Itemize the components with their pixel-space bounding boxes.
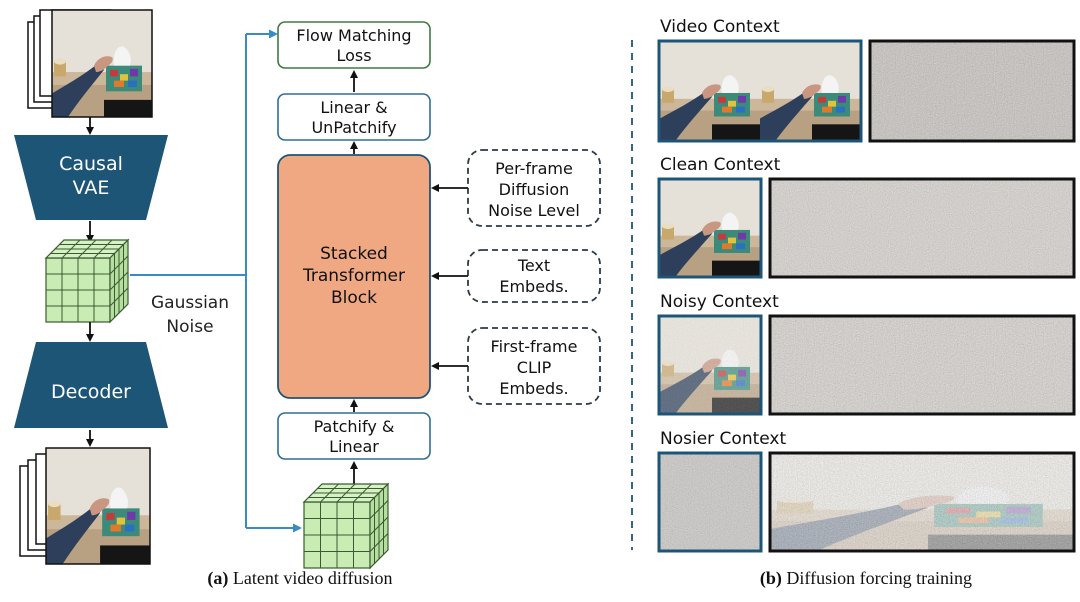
latent-cube-bottom (302, 482, 390, 570)
cond-noise-level-box: Per-frame Diffusion Noise Level (467, 149, 601, 227)
svg-text:Stacked: Stacked (320, 244, 388, 264)
svg-text:Patchify &: Patchify & (314, 417, 395, 436)
caption-left: (a) Latent video diffusion (207, 568, 392, 589)
ctx-noisier-title: Nosier Context (660, 429, 786, 449)
svg-text:Embeds.: Embeds. (499, 277, 568, 296)
svg-text:Noise Level: Noise Level (488, 201, 580, 220)
ctx-noisy-row (657, 314, 1076, 416)
svg-text:Diffusion: Diffusion (499, 180, 570, 199)
svg-text:Transformer: Transformer (302, 266, 405, 286)
ctx-video-row (657, 39, 1076, 143)
svg-text:CLIP: CLIP (517, 358, 552, 377)
svg-text:Loss: Loss (336, 46, 371, 65)
vae-label-line2: VAE (73, 177, 110, 199)
svg-text:Linear &: Linear & (320, 98, 387, 117)
svg-text:Text: Text (517, 256, 550, 275)
gaussian-noise-label-line2: Noise (166, 317, 213, 337)
vae-label-line1: Causal (59, 153, 123, 175)
svg-text:Block: Block (331, 288, 377, 308)
patchify-linear-box: Patchify & Linear (277, 412, 431, 460)
decoder-block: Decoder (14, 342, 168, 428)
gaussian-noise-label-line1: Gaussian (151, 293, 229, 313)
cond-clip-embeds-box: First-frame CLIP Embeds. (467, 327, 601, 405)
svg-text:Embeds.: Embeds. (499, 379, 568, 398)
svg-text:Linear: Linear (329, 437, 379, 456)
ctx-clean-title: Clean Context (660, 155, 781, 175)
flow-matching-loss-box: Flow Matching Loss (277, 21, 431, 69)
ctx-clean-row (657, 177, 1076, 279)
input-frames (27, 9, 153, 118)
noise-path-lines (130, 29, 302, 533)
svg-text:Flow Matching: Flow Matching (296, 26, 411, 45)
ctx-video-title: Video Context (660, 17, 780, 37)
svg-text:UnPatchify: UnPatchify (311, 118, 396, 137)
cond-text-embeds-box: Text Embeds. (467, 249, 601, 303)
ctx-noisy-title: Noisy Context (660, 292, 779, 312)
stacked-transformer-block: Stacked Transformer Block (277, 154, 431, 399)
linear-unpatchify-box: Linear & UnPatchify (277, 93, 431, 141)
output-frames (19, 447, 151, 565)
caption-right: (b) Diffusion forcing training (760, 568, 972, 589)
latent-cube-left (44, 238, 130, 324)
ctx-noisier-row (657, 451, 1076, 553)
causal-vae-block: Causal VAE (14, 135, 168, 220)
svg-text:Per-frame: Per-frame (495, 159, 573, 178)
svg-text:First-frame: First-frame (491, 337, 578, 356)
decoder-label: Decoder (51, 381, 131, 403)
